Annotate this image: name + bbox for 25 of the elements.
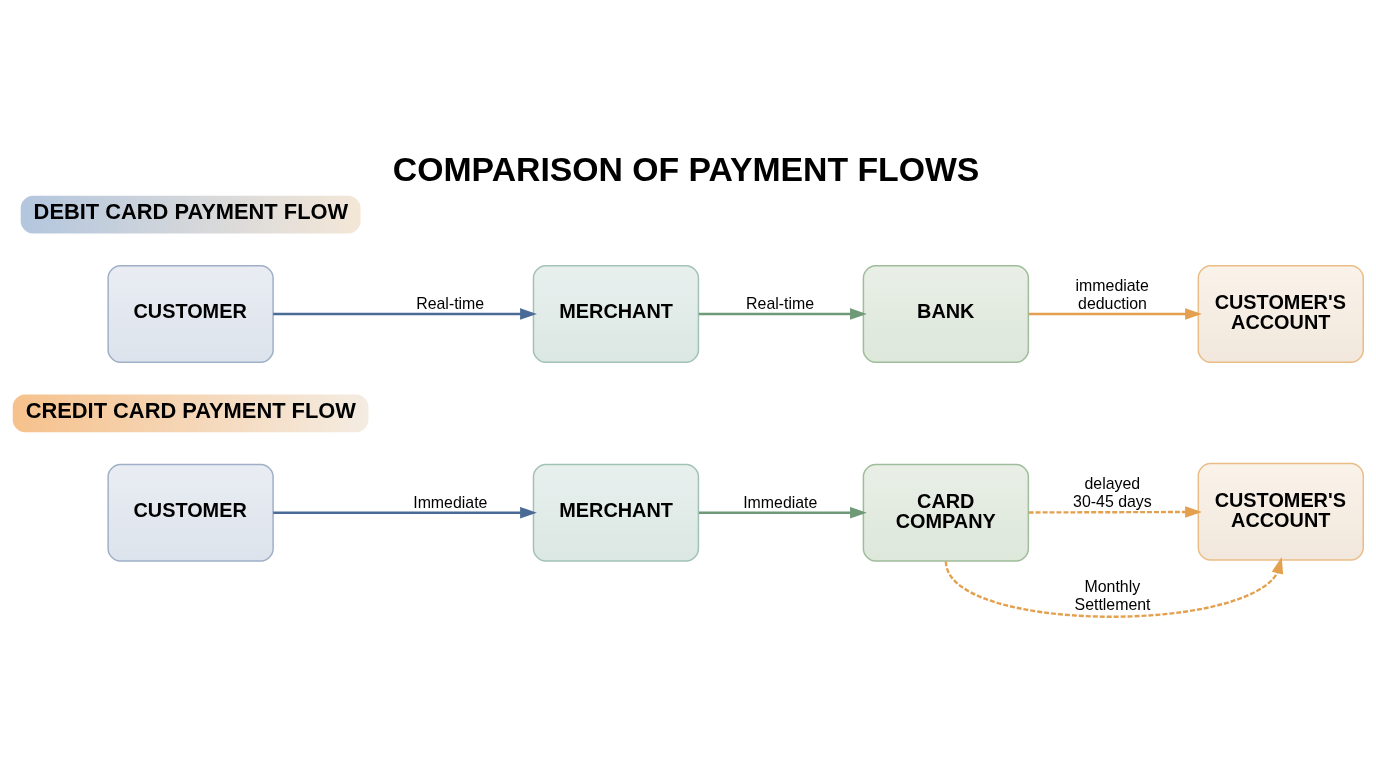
diagram-title: COMPARISON OF PAYMENT FLOWS (392, 149, 980, 188)
node-box: CUSTOMER (107, 463, 274, 562)
arrow (1028, 506, 1202, 518)
edge-label: immediate deduction (1075, 276, 1149, 312)
edge-label: Immediate (743, 493, 818, 511)
arrow (1028, 308, 1202, 320)
edge-label: Immediate (413, 493, 488, 511)
node-box: CUSTOMER'S ACCOUNT (1197, 462, 1364, 561)
node-box: DEBIT CARD PAYMENT FLOW (20, 195, 361, 234)
arrow (273, 308, 537, 320)
edge-label: delayed 30-45 days (1073, 474, 1152, 510)
node-box: MERCHANT (532, 265, 700, 363)
arrow (944, 556, 1284, 618)
node-box: CARD COMPANY (862, 463, 1030, 562)
edge-label: Real-time (416, 294, 485, 312)
node-box: CREDIT CARD PAYMENT FLOW (12, 394, 369, 433)
edge-label: Real-time (746, 294, 815, 312)
arrow (698, 308, 867, 320)
node-box: MERCHANT (532, 463, 700, 562)
arrow (273, 506, 537, 519)
node-box: BANK (862, 265, 1030, 363)
arrow (698, 506, 867, 519)
node-box: CUSTOMER'S ACCOUNT (1197, 265, 1364, 363)
node-box: CUSTOMER (107, 265, 274, 363)
edge-label: Monthly Settlement (1074, 578, 1151, 613)
